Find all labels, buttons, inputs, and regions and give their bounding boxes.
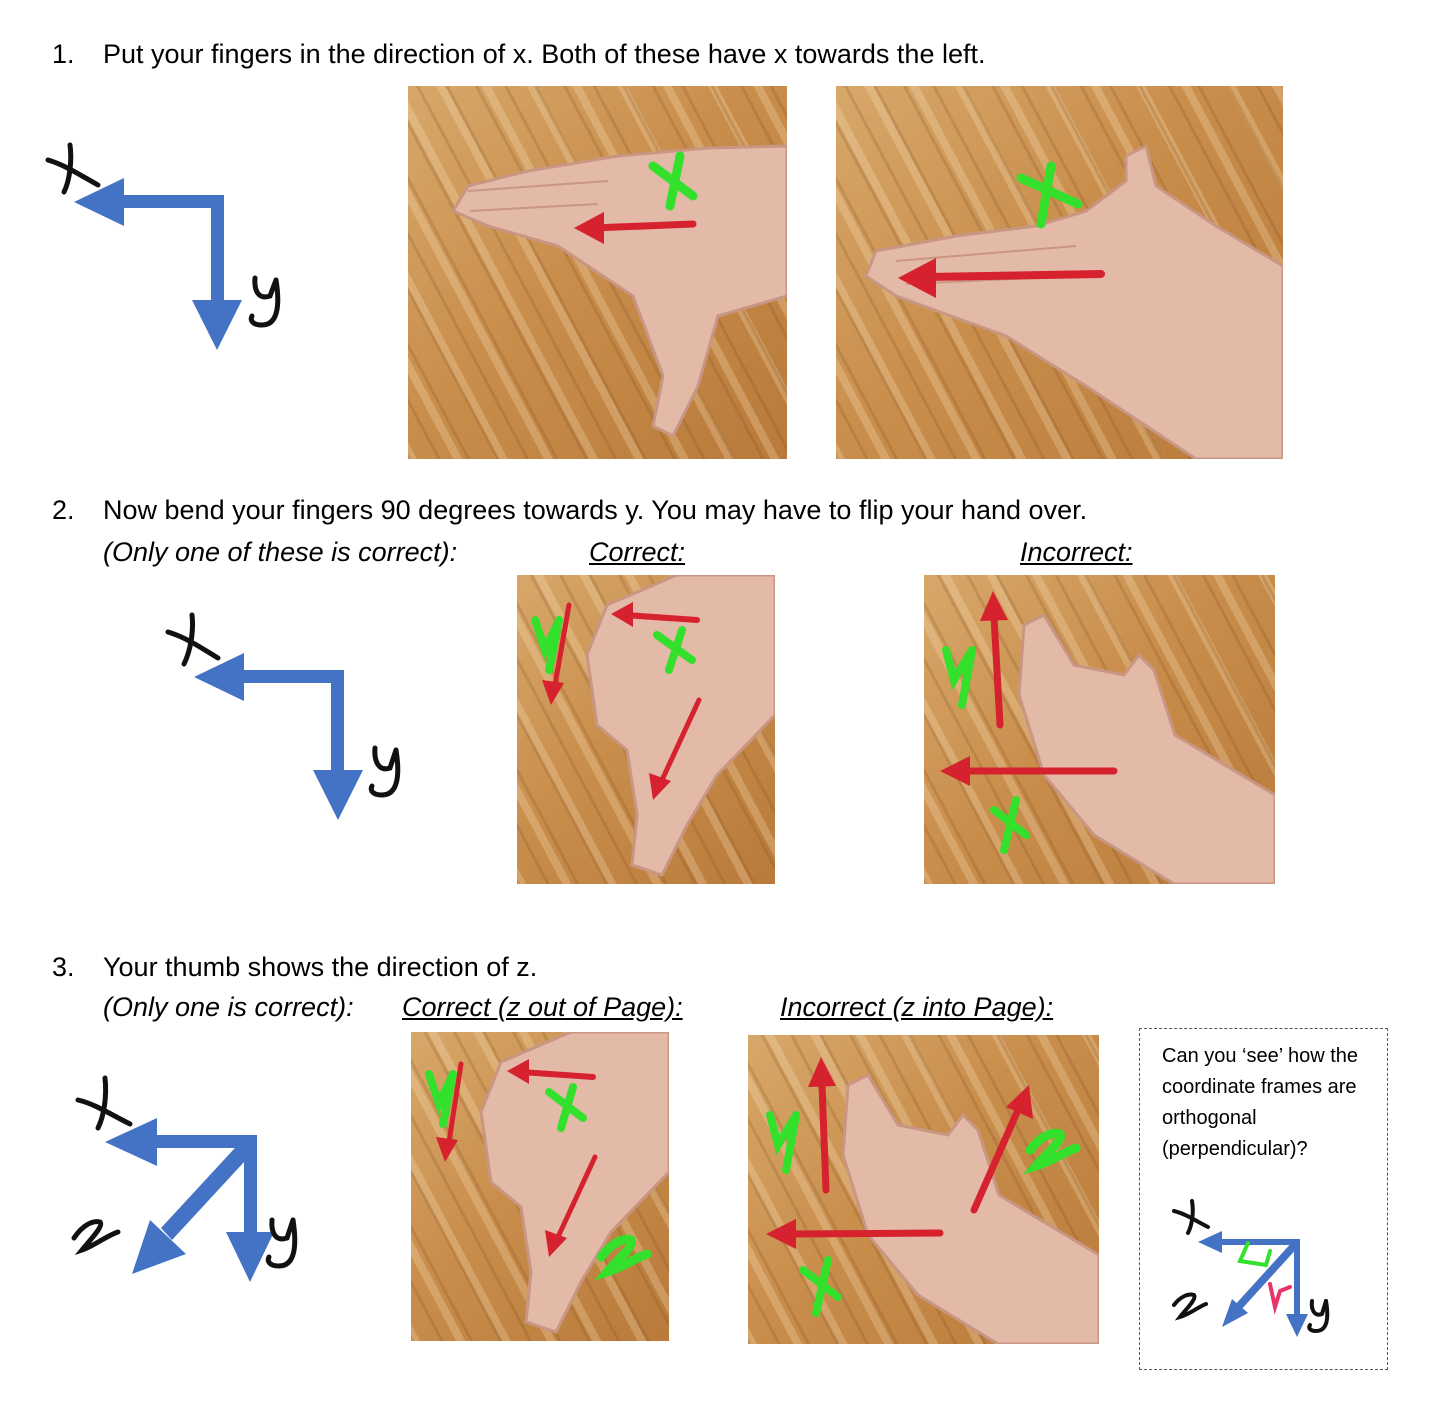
- hand-shape: [864, 143, 1283, 459]
- red-x-arrow: [574, 212, 697, 244]
- red-y-arrow: [542, 602, 572, 705]
- orthogonality-callout: Can you ‘see’ how the coordinate frames …: [1139, 1028, 1388, 1370]
- step2-number: 2.: [52, 495, 75, 525]
- step2-photo-correct: [517, 575, 775, 884]
- y-label-handwritten: [265, 1217, 298, 1269]
- y-axis-arrow: [192, 195, 242, 350]
- step3-number: 3.: [52, 952, 75, 982]
- right-angle-mark-green: [1237, 1241, 1272, 1268]
- red-x-arrow: [940, 756, 1118, 786]
- step1-photo-palm-up: [836, 86, 1283, 459]
- step2-axes-diagram: [160, 600, 420, 830]
- step3-axes-diagram: [60, 1060, 330, 1300]
- green-z-label: [594, 1234, 652, 1281]
- x-axis-arrow: [74, 178, 224, 226]
- green-x-label: [990, 796, 1030, 854]
- step1-instruction: Put your fingers in the direction of x. …: [103, 39, 986, 69]
- callout-text: Can you ‘see’ how the coordinate frames …: [1162, 1045, 1359, 1160]
- green-x-label: [653, 626, 696, 674]
- step2-correct-label: Correct:: [589, 537, 686, 567]
- x-label-handwritten: [1172, 1199, 1210, 1235]
- step1-photo-back-of-hand: [408, 86, 787, 459]
- green-x-label: [648, 151, 698, 211]
- x-axis-arrow: [105, 1118, 257, 1166]
- hand-shape: [585, 575, 775, 877]
- red-z-arrow: [970, 1085, 1033, 1214]
- y-label-handwritten: [248, 275, 281, 328]
- step1-number: 1.: [52, 39, 75, 69]
- step3-photo-correct: [411, 1032, 669, 1341]
- step2-incorrect-label: Incorrect:: [1020, 537, 1133, 567]
- y-label-handwritten: [368, 745, 401, 798]
- red-z-arrow: [649, 697, 702, 800]
- green-x-label: [1016, 161, 1083, 229]
- red-y-arrow: [808, 1057, 836, 1194]
- step3-note: (Only one is correct):: [103, 992, 354, 1022]
- right-angle-mark-pink: [1268, 1282, 1292, 1315]
- y-axis-arrow: [226, 1135, 274, 1282]
- x-label-handwritten: [75, 1075, 133, 1131]
- step2-note: (Only one of these is correct):: [103, 537, 458, 567]
- green-y-label: [425, 1070, 457, 1128]
- red-z-arrow: [545, 1154, 598, 1257]
- green-x-label: [545, 1083, 587, 1132]
- z-axis-arrow: [132, 1136, 257, 1274]
- step3-correct-label: Correct (z out of Page):: [402, 992, 683, 1022]
- callout-axes-diagram: [1172, 1199, 1330, 1337]
- z-label-handwritten: [1172, 1292, 1208, 1321]
- green-y-label: [942, 646, 976, 709]
- red-y-arrow: [436, 1061, 464, 1162]
- green-z-label: [1023, 1128, 1081, 1175]
- hand-shape: [1017, 613, 1275, 884]
- step3-photo-incorrect: [748, 1035, 1099, 1344]
- hand-shape: [450, 144, 787, 439]
- hand-shape: [479, 1032, 669, 1334]
- y-label-handwritten: [1307, 1299, 1330, 1334]
- x-label-handwritten: [45, 142, 101, 195]
- red-x-arrow: [898, 258, 1105, 298]
- step2-instruction: Now bend your fingers 90 degrees towards…: [103, 495, 1088, 525]
- red-x-arrow: [611, 602, 700, 627]
- red-x-arrow: [766, 1219, 944, 1249]
- step1-axes-diagram: [40, 130, 300, 360]
- x-axis-arrow: [194, 653, 344, 701]
- red-x-arrow: [507, 1059, 596, 1084]
- z-axis-arrow: [1222, 1240, 1300, 1327]
- red-y-arrow: [980, 591, 1008, 729]
- y-axis-arrow: [1286, 1239, 1308, 1337]
- step2-photo-incorrect: [924, 575, 1275, 884]
- green-y-label: [766, 1111, 800, 1174]
- step3-instruction: Your thumb shows the direction of z.: [103, 952, 538, 982]
- x-label-handwritten: [165, 612, 221, 667]
- step3-incorrect-label: Incorrect (z into Page):: [780, 992, 1054, 1022]
- x-axis-arrow: [1198, 1231, 1300, 1253]
- green-x-label: [799, 1256, 842, 1317]
- z-label-handwritten: [71, 1219, 121, 1256]
- y-axis-arrow: [313, 670, 363, 820]
- green-y-label: [531, 616, 563, 674]
